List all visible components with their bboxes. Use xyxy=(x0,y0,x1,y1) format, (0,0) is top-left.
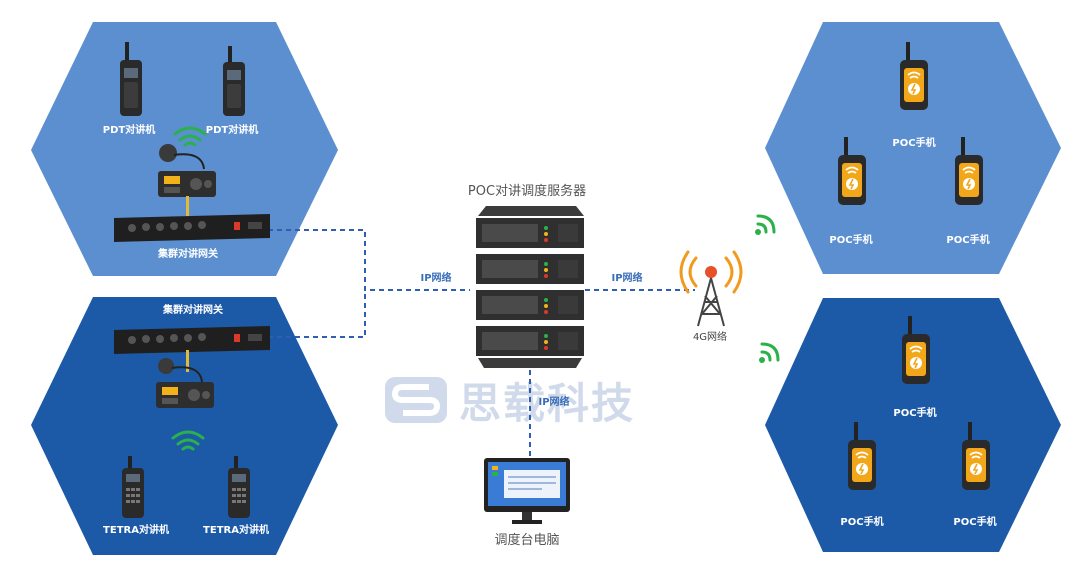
4g-network-label: 4G网络 xyxy=(692,332,728,343)
server-label: POC对讲调度服务器 xyxy=(467,184,587,199)
tetra-radio-icon xyxy=(228,456,250,518)
connector-line xyxy=(186,196,189,218)
poc-phone-label: POC手机 xyxy=(829,235,873,246)
poc-phone-label: POC手机 xyxy=(953,517,997,528)
wireless-signal-icon xyxy=(755,214,776,235)
wireless-signal-icon xyxy=(759,342,780,363)
gateway-device-icon xyxy=(114,214,270,242)
cell-tower-icon xyxy=(679,250,743,327)
ip-network-label-bottom: IP网络 xyxy=(538,397,570,408)
poc-phone-label: POC手机 xyxy=(946,235,990,246)
ip-network-label-right: IP网络 xyxy=(611,273,643,284)
console-label: 调度台电脑 xyxy=(494,533,560,548)
wifi-signal-icon xyxy=(171,430,205,451)
watermark-text: 思载科技 xyxy=(459,378,636,428)
base-radio-icon xyxy=(158,144,216,197)
wifi-signal-icon xyxy=(173,126,207,147)
company-logo-icon xyxy=(385,377,447,423)
poc-phone-label: POC手机 xyxy=(893,408,937,419)
poc-phone-icon xyxy=(837,137,867,206)
pdt-radio-label: PDT对讲机 xyxy=(102,125,156,136)
hex-top-right-shape xyxy=(765,22,1061,274)
poc-phone-icon xyxy=(847,422,877,491)
ip-network-label-left: IP网络 xyxy=(420,273,452,284)
company-watermark: 思载科技 xyxy=(385,372,635,428)
pdt-radio-label: PDT对讲机 xyxy=(205,125,259,136)
tetra-radio-label: TETRA对讲机 xyxy=(203,525,269,536)
tetra-radio-icon xyxy=(122,456,144,518)
hex-top-left-shape xyxy=(31,22,338,276)
poc-phone-icon xyxy=(901,316,931,385)
gateway-device-icon xyxy=(114,326,270,354)
poc-phone-icon xyxy=(899,42,929,111)
link-lines xyxy=(268,229,695,458)
pdt-radio-icon xyxy=(120,42,142,116)
poc-phone-label: POC手机 xyxy=(892,138,936,149)
poc-phone-icon xyxy=(954,137,984,206)
gateway-label: 集群对讲网关 xyxy=(163,305,223,316)
poc-phone-icon xyxy=(961,422,991,491)
console-computer-icon xyxy=(484,458,570,524)
hex-bottom-left-shape xyxy=(31,297,338,555)
connector-line xyxy=(186,350,189,372)
server-rack-icon xyxy=(476,206,584,368)
poc-phone-label: POC手机 xyxy=(840,517,884,528)
tetra-radio-label: TETRA对讲机 xyxy=(103,525,169,536)
pdt-radio-icon xyxy=(223,46,245,116)
gateway-label: 集群对讲网关 xyxy=(158,249,218,260)
base-radio-icon xyxy=(156,358,214,408)
